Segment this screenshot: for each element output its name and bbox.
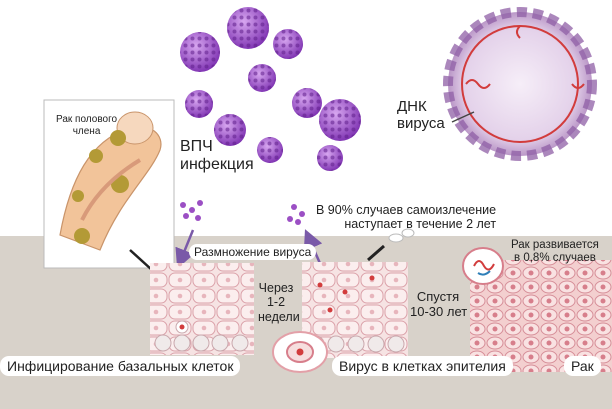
stage-basal-label: Инфицирование базальных клеток [0,356,241,376]
dna-label-line2: вируса [397,115,445,133]
cancer-rate-line2: в 0,8% случаев [514,252,596,265]
after-weeks-line3: недели [258,309,300,324]
dna-pointer [451,111,475,123]
stage-cancer-label: Рак [564,356,601,376]
inset-label-line2: члена [72,125,101,137]
virus-capsid [443,7,597,161]
after-years-line1: Спустя [416,289,460,304]
after-years-line2: 10-30 лет [410,303,468,319]
self-healing-line2: наступает в течение 2 лет [344,217,497,232]
after-weeks-label: Через 1-2 недели [258,281,300,324]
dna-label-line1: ДНК [397,98,427,115]
cancer-rate-label: Рак развивается в 0,8% случаев [511,239,599,265]
cancer-rate-line1: Рак развивается [511,239,599,251]
hpv-label-line1: ВПЧ [180,138,213,155]
after-weeks-line1: Через [258,281,294,295]
self-healing-label: В 90% случаев самоизлечение наступает в … [316,203,496,232]
inset-label-line1: Рак полового [56,114,118,125]
after-weeks-line2: 1-2 [266,295,286,310]
virus-cluster [180,7,361,171]
cancer-cell-icon [462,247,504,285]
inset-label: Рак полового члена [56,114,117,137]
replication-label: Размножение вируса [189,244,317,260]
stage-epithelium-label: Вирус в клетках эпителия [332,356,513,376]
hpv-label: ВПЧ инфекция [180,138,254,175]
hpv-label-line2: инфекция [180,156,254,174]
released-particles [180,200,305,225]
dna-label: ДНК вируса [397,98,445,133]
infected-cell-icon [272,331,328,373]
after-years-label: Спустя 10-30 лет [410,289,468,320]
self-healing-line1: В 90% случаев самоизлечение [316,203,497,217]
